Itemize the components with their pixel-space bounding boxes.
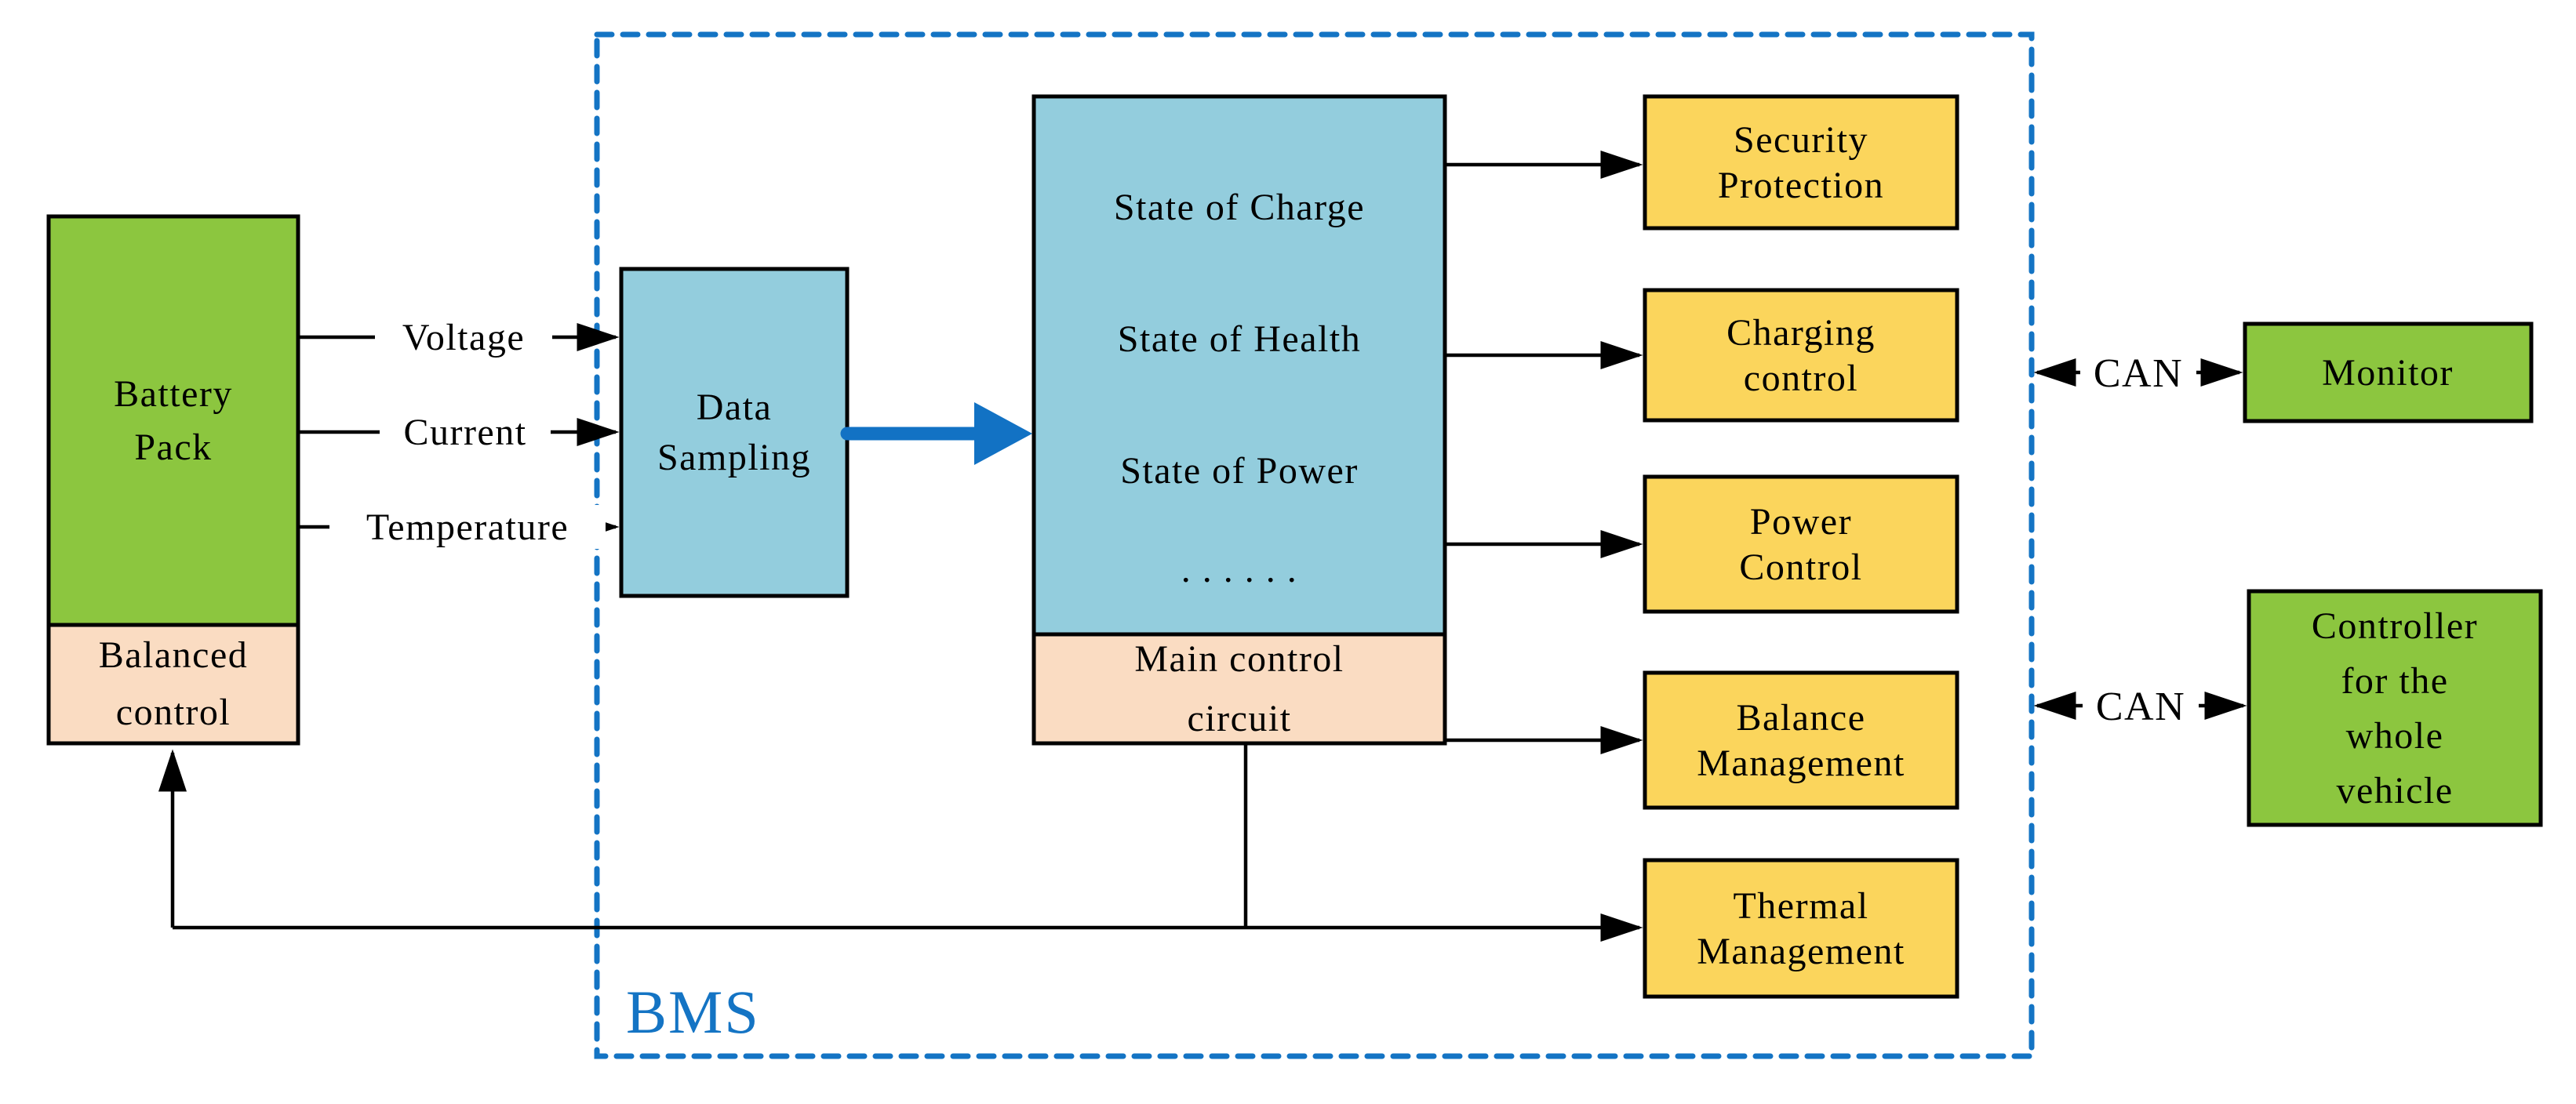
balance-management-box [1643, 670, 1959, 810]
security-protection-label: Security [1734, 119, 1868, 161]
data-sampling-label: Sampling [657, 437, 811, 478]
can-controller-label-backdrop [2083, 685, 2199, 727]
state-of-health-label: State of Health [1118, 318, 1361, 360]
monitor-box [2243, 321, 2534, 423]
balance-management-label: Balance [1736, 697, 1865, 739]
power-control-label: Power [1750, 501, 1852, 543]
state-of-charge-label: State of Charge [1114, 187, 1365, 228]
monitor-label: Monitor [2322, 352, 2454, 394]
battery-pack-label: Battery [114, 373, 233, 415]
voltage-label: Voltage [402, 317, 525, 358]
state-estimation-box [1031, 94, 1447, 637]
power-control-box [1643, 474, 1959, 614]
temperature-label: Temperature [366, 507, 569, 548]
ellipsis-label: . . . . . . [1181, 549, 1298, 590]
temperature-label-backdrop [329, 505, 606, 549]
balance-management-label: Management [1697, 743, 1905, 784]
charging-control-box [1643, 288, 1959, 423]
main-control-circuit-label: circuit [1187, 698, 1291, 739]
thermal-management-box [1643, 858, 1959, 999]
thermal-management-label: Management [1697, 931, 1905, 972]
charging-control-label: control [1744, 358, 1858, 399]
controller-label: for the [2341, 660, 2448, 702]
battery-pack-box [46, 214, 300, 627]
controller-box [2247, 589, 2543, 827]
bms-boundary-label: BMS [626, 978, 760, 1046]
battery-pack-label: Pack [134, 427, 212, 468]
voltage-label-backdrop [375, 315, 552, 359]
main-control-circuit-box [1031, 632, 1447, 746]
security-protection-label: Protection [1718, 165, 1884, 206]
controller-label: whole [2346, 715, 2444, 757]
data-sampling-box [619, 267, 850, 598]
can-monitor-label-backdrop [2080, 351, 2196, 394]
thermal-management-label: Thermal [1733, 885, 1868, 927]
main-control-circuit-label: Main control [1134, 638, 1344, 680]
controller-label: vehicle [2336, 770, 2453, 812]
data-sampling-label: Data [697, 387, 773, 428]
current-label: Current [403, 412, 526, 453]
state-of-power-label: State of Power [1120, 450, 1359, 492]
security-protection-box [1643, 94, 1959, 231]
charging-control-label: Charging [1726, 312, 1876, 354]
balanced-control-box [46, 623, 300, 746]
balanced-control-label: Balanced [99, 634, 249, 676]
data-flow-arrowhead-icon [974, 402, 1032, 465]
current-label-backdrop [380, 410, 551, 454]
controller-label: Controller [2312, 605, 2478, 647]
can-controller-label: CAN [2096, 685, 2185, 729]
power-control-label: Control [1739, 547, 1862, 588]
can-monitor-label: CAN [2094, 351, 2183, 396]
balanced-control-label: control [116, 692, 231, 733]
